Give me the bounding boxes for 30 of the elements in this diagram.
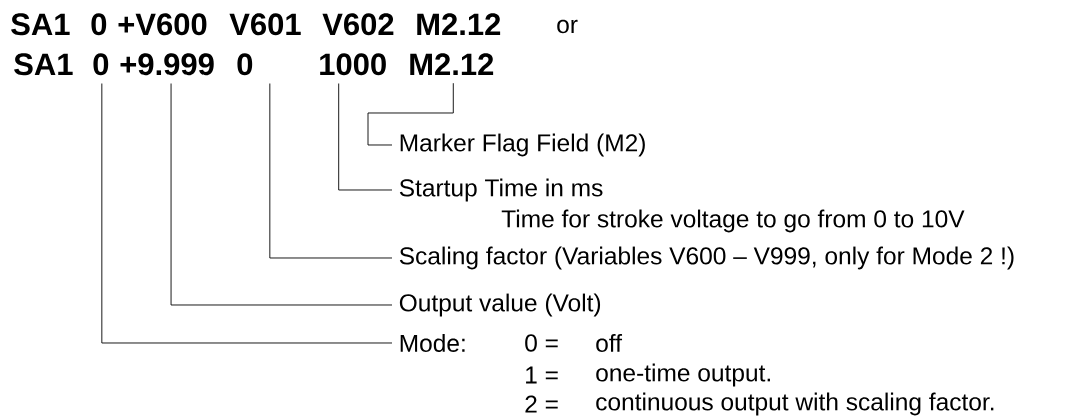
leader-line	[338, 83, 393, 191]
code-token: 0	[91, 13, 107, 36]
description-text: Startup Time in ms	[399, 178, 603, 202]
description-text: Time for stroke voltage to go from 0 to 10V	[501, 209, 965, 233]
code-token: V602	[322, 13, 394, 36]
code-token: +V600	[118, 13, 207, 36]
description-text: off	[596, 334, 623, 352]
description-text: 1 =	[526, 366, 558, 384]
leader-line	[269, 83, 393, 259]
description-text: one-time output.	[596, 363, 770, 387]
code-token: M2.12	[410, 53, 494, 75]
code-token: +9.999	[120, 53, 214, 76]
description-text: Mode:	[400, 334, 465, 352]
description-text: 0 =	[525, 334, 558, 352]
code-token: 1000	[320, 53, 386, 76]
code-token: SA1	[11, 13, 70, 36]
code-token: M2.12	[417, 13, 501, 35]
code-token: V601	[229, 13, 301, 36]
code-token: SA1	[14, 53, 73, 76]
description-text: continuous output with scaling factor.	[596, 392, 994, 416]
description-text: 2 =	[525, 395, 558, 413]
description-text: Output value (Volt)	[399, 293, 601, 317]
code-token: 0	[93, 53, 109, 76]
note-text: or	[557, 19, 578, 34]
leader-line	[170, 83, 393, 306]
leader-line	[101, 83, 393, 344]
description-text: Marker Flag Field (M2)	[400, 133, 645, 157]
description-text: Scaling factor (Variables V600 – V999, only for Mode 2 !)	[399, 246, 1014, 270]
code-token: 0	[237, 53, 253, 76]
leader-line	[367, 82, 454, 146]
